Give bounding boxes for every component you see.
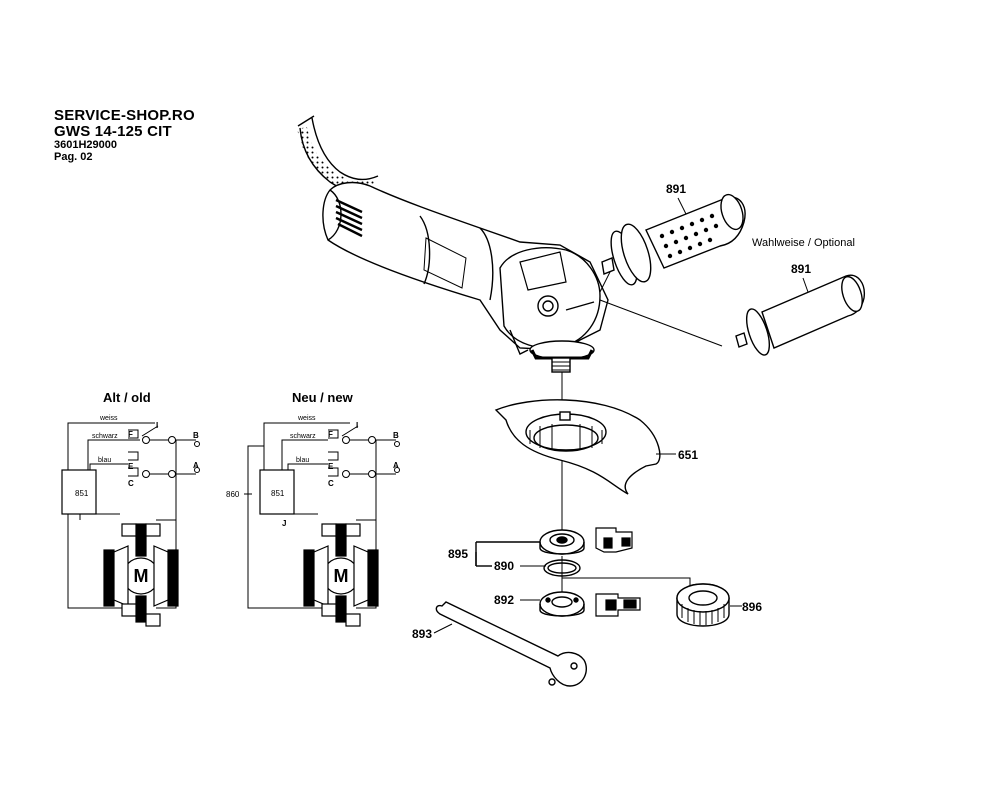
module-new-label: 851: [271, 489, 285, 498]
motor-old-label: M: [134, 566, 149, 586]
term-new-c: C: [328, 479, 334, 488]
callout-651: 651: [678, 448, 698, 462]
nut-section-detail: [595, 593, 641, 617]
wiring-old-title: Alt / old: [103, 390, 151, 405]
term-new-f: F: [328, 430, 333, 439]
optional-note: Wahlweise / Optional: [752, 237, 855, 249]
callout-896: 896: [742, 600, 762, 614]
flange-section-detail: [595, 527, 633, 553]
quick-clamping-nut: [676, 583, 730, 627]
motor-new: [303, 523, 379, 627]
clamping-flange: [539, 529, 585, 555]
callout-893: 893: [412, 627, 432, 641]
term-old-f: F: [128, 430, 133, 439]
grinder-body: [322, 181, 609, 373]
term-old-i: I: [156, 421, 158, 430]
term-new-b: B: [393, 431, 399, 440]
term-old-b: B: [193, 431, 199, 440]
part-number: 3601H29000: [54, 139, 118, 151]
ref-860-label: 860: [226, 490, 240, 499]
leader-891b: [802, 277, 809, 293]
term-new-e: E: [328, 462, 334, 471]
wheel-guard: [494, 399, 661, 495]
motor-old: [103, 523, 179, 627]
wire-new-black: schwarz: [290, 433, 316, 440]
shop-name: SERVICE-SHOP.RO: [54, 107, 195, 124]
callout-891b: 891: [791, 262, 811, 276]
wire-old-white: weiss: [99, 415, 118, 422]
leader-893: [433, 623, 453, 634]
term-new-i: I: [356, 421, 358, 430]
title-block: SERVICE-SHOP.RO GWS 14-125 CIT 3601H2900…: [54, 108, 195, 164]
wire-old-black: schwarz: [92, 433, 118, 440]
model-name: GWS 14-125 CIT: [54, 123, 172, 140]
wire-old-blue: blau: [98, 457, 111, 464]
side-handle-standard: [735, 274, 865, 356]
term-new-j: J: [282, 519, 286, 528]
power-cord: [297, 115, 379, 194]
callout-890: 890: [494, 559, 514, 573]
bracket-895: [475, 541, 540, 567]
term-old-c: C: [128, 479, 134, 488]
motor-new-label: M: [334, 566, 349, 586]
wire-new-blue: blau: [296, 457, 309, 464]
leader-891a: [677, 197, 687, 215]
page-number: Pag. 02: [54, 151, 93, 163]
side-handle-antivibration: [601, 193, 746, 286]
o-ring: [543, 559, 581, 577]
callout-891a: 891: [666, 182, 686, 196]
callout-895: 895: [448, 547, 468, 561]
wiring-new: Neu / new: [226, 390, 400, 627]
callout-892: 892: [494, 593, 514, 607]
wire-new-white: weiss: [297, 415, 316, 422]
term-old-e: E: [128, 462, 134, 471]
term-new-a: A: [393, 461, 399, 470]
module-old-label: 851: [75, 489, 89, 498]
two-pin-spanner: [435, 601, 588, 687]
term-old-a: A: [193, 461, 199, 470]
clamping-nut: [539, 591, 585, 617]
wiring-new-title: Neu / new: [292, 390, 354, 405]
wiring-old: Alt / old: [61, 390, 200, 627]
